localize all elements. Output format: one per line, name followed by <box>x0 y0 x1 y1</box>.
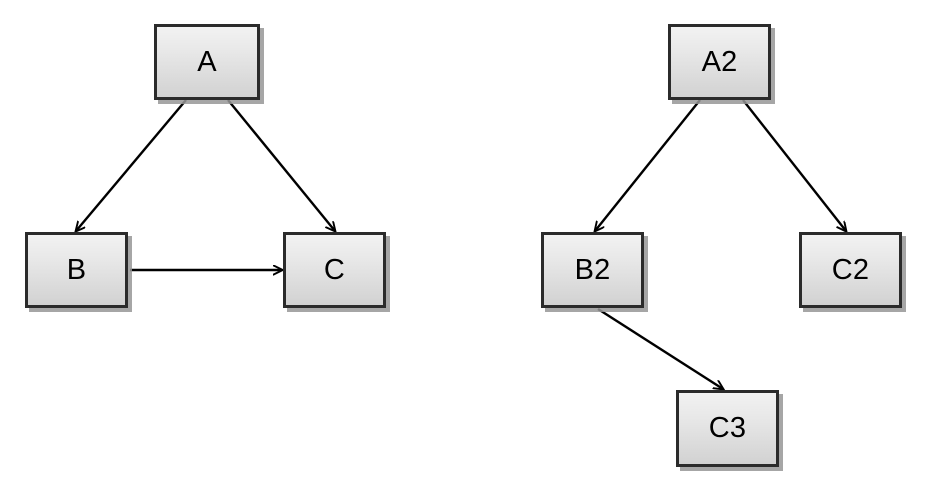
edge-a2-b2[interactable] <box>595 99 701 231</box>
node-c3-label: C3 <box>708 412 747 444</box>
node-a2[interactable]: A2 <box>668 24 771 100</box>
edge-a-c[interactable] <box>227 99 335 231</box>
node-c2-label: C2 <box>831 253 870 286</box>
node-c[interactable]: C <box>283 232 386 308</box>
node-c2[interactable]: C2 <box>799 232 902 308</box>
node-b2[interactable]: B2 <box>541 232 644 308</box>
node-c-label: C <box>323 253 346 286</box>
edge-b2-c3[interactable] <box>597 307 723 389</box>
node-a-label: A <box>197 45 217 78</box>
edge-a-b[interactable] <box>76 99 187 231</box>
node-b-label: B <box>66 253 87 286</box>
edges-group <box>76 99 846 389</box>
node-a2-label: A2 <box>701 45 738 78</box>
node-a[interactable]: A <box>154 24 260 100</box>
edge-a2-c2[interactable] <box>742 99 846 231</box>
node-b[interactable]: B <box>25 232 128 308</box>
node-c3[interactable]: C3 <box>676 390 779 467</box>
node-b2-label: B2 <box>574 253 611 286</box>
